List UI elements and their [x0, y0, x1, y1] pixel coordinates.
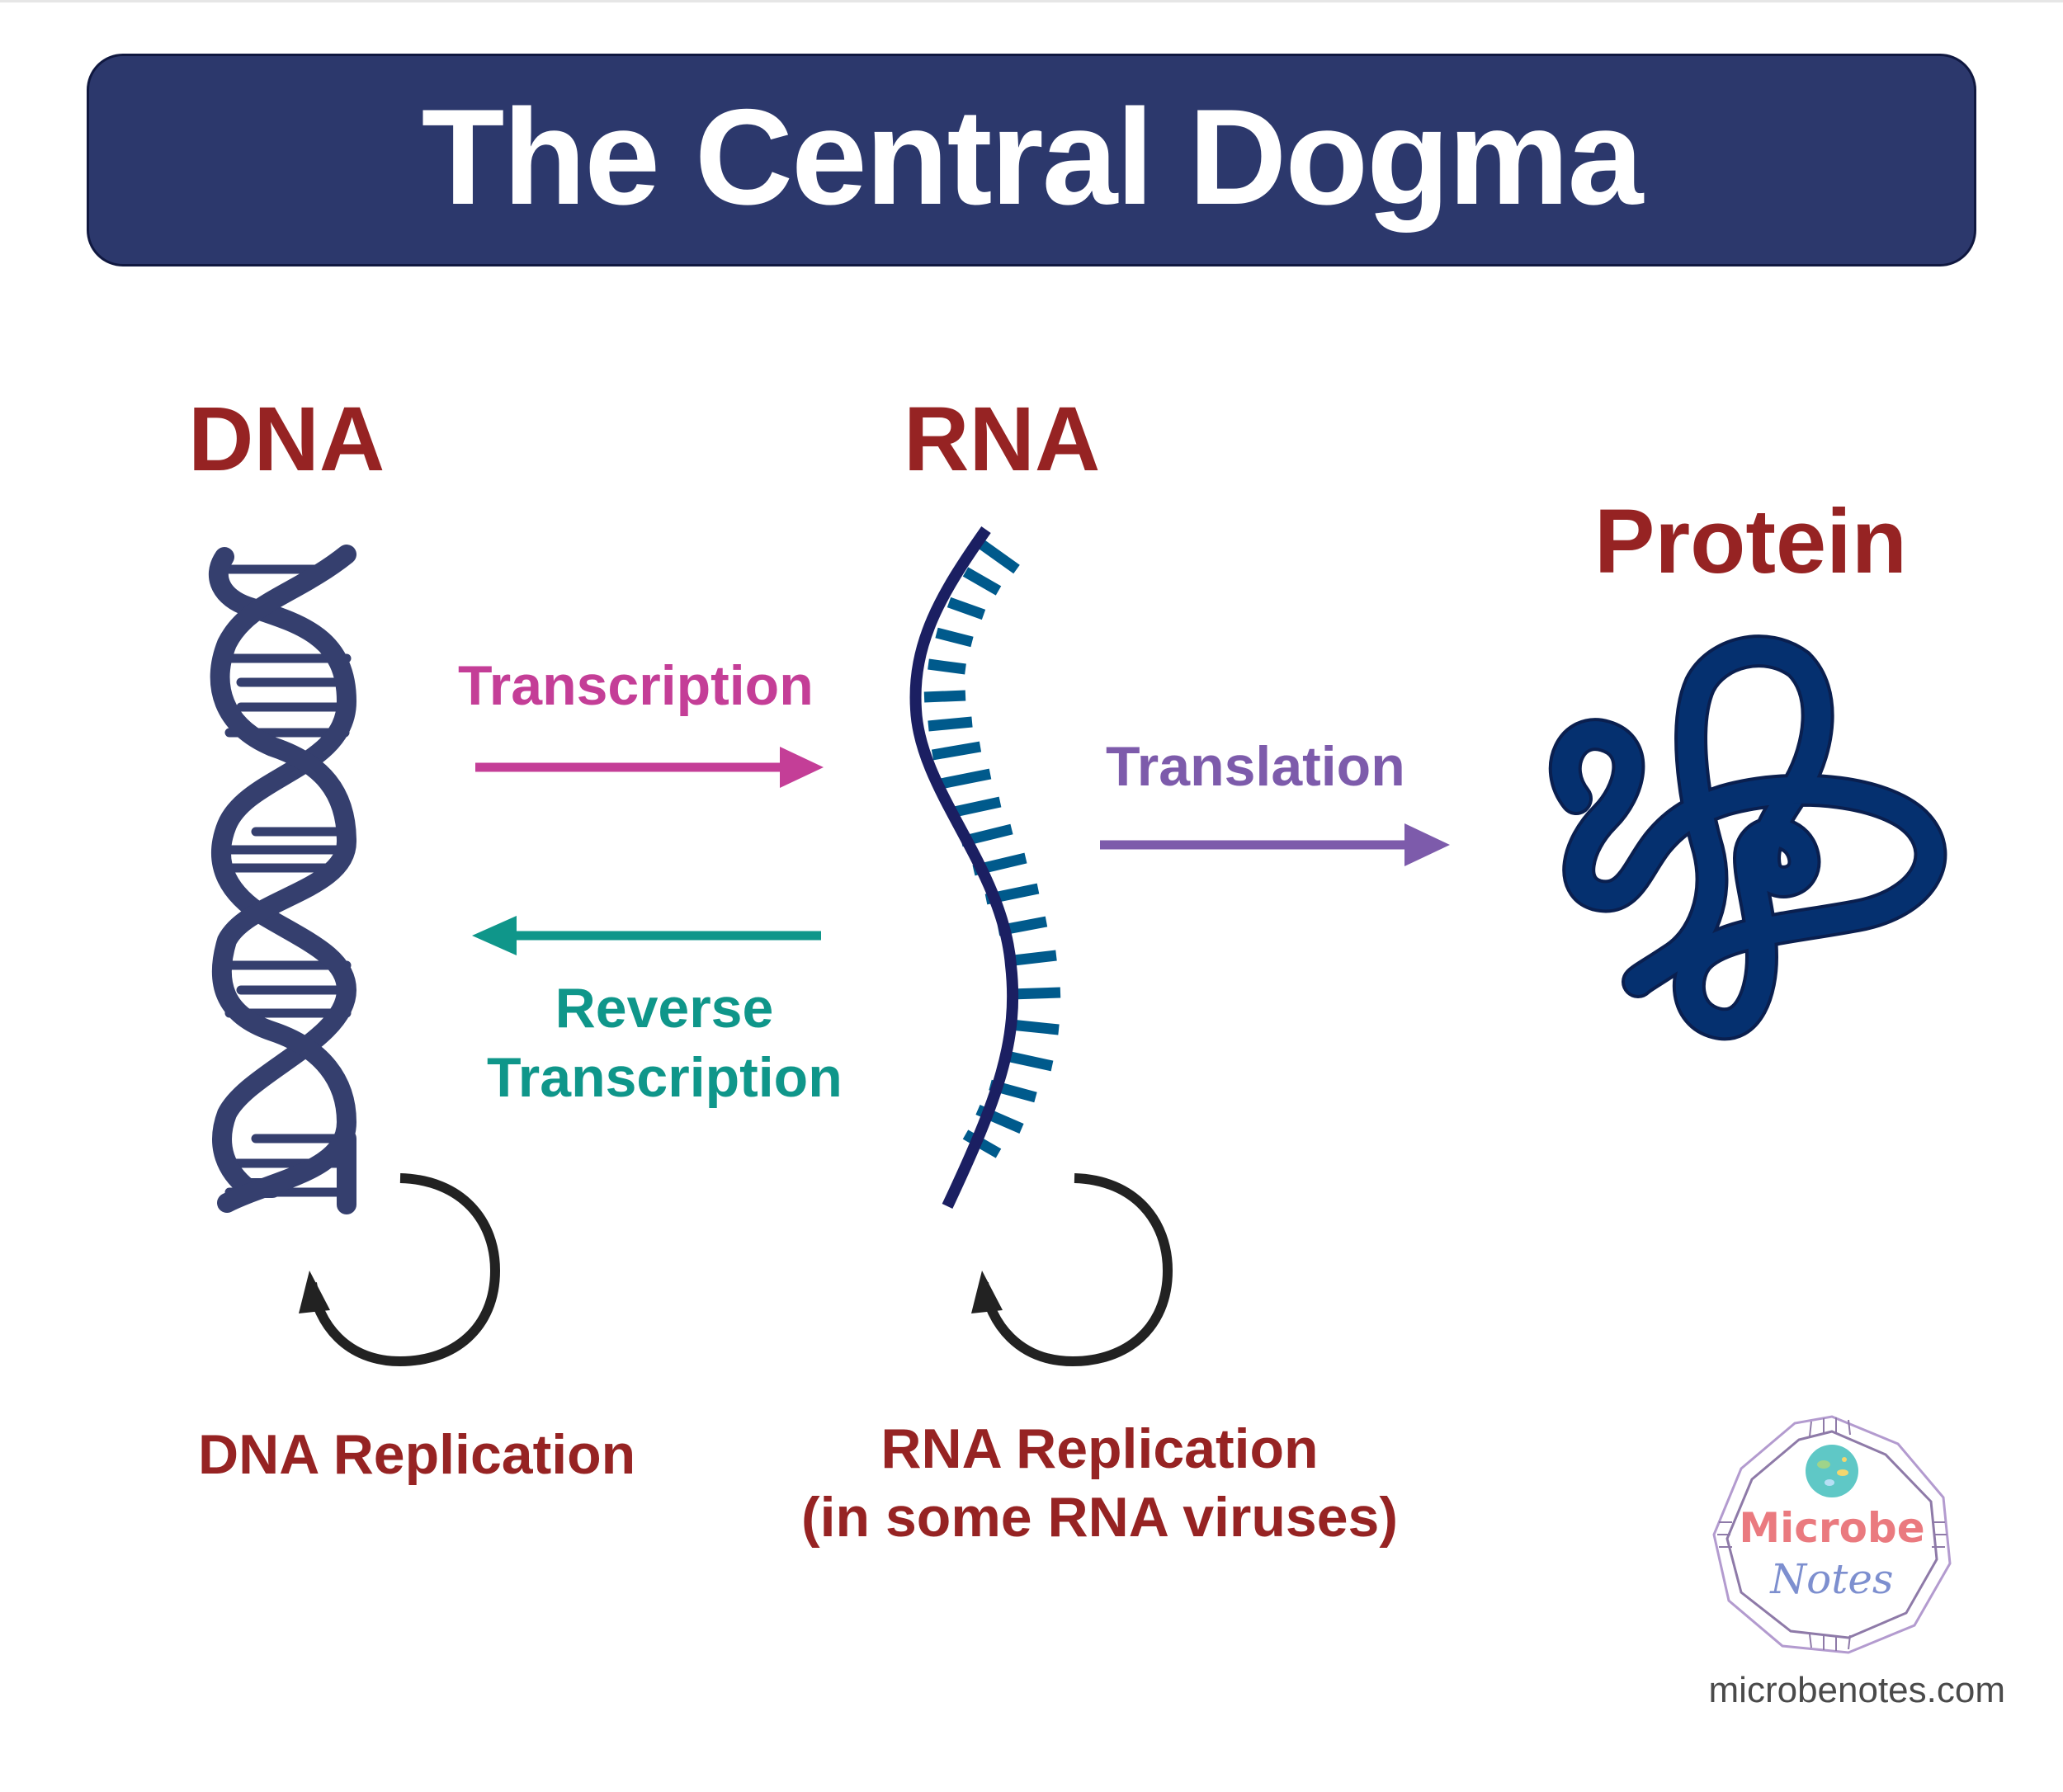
protein-icon: [1548, 634, 1947, 1041]
translation-arrow-icon: [1100, 823, 1450, 866]
rna-replication-label-line1: RNA Replication: [880, 1417, 1319, 1480]
title-banner: The Central Dogma: [87, 54, 1976, 266]
logo-text-notes: Notes: [1770, 1555, 1894, 1603]
rna-strand-icon: [909, 526, 1061, 1209]
top-border: [0, 0, 2063, 2]
dna-wreath-icon: [1712, 1415, 1952, 1654]
dna-label: DNA: [188, 389, 385, 490]
logo-text-microbe: Microbe: [1739, 1504, 1925, 1552]
microbe-notes-logo: Microbe Notes: [1704, 1407, 1960, 1662]
reverse-transcription-arrow-icon: [472, 916, 821, 955]
rna-replication-arrow-icon: [971, 1173, 1173, 1367]
rna-label: RNA: [904, 389, 1101, 490]
translation-label: Translation: [1106, 735, 1405, 798]
reverse-transcription-label-line2: Transcription: [487, 1046, 843, 1109]
page-title: The Central Dogma: [421, 80, 1644, 233]
dna-replication-label: DNA Replication: [198, 1423, 636, 1486]
dna-replication-arrow-icon: [299, 1173, 501, 1367]
transcription-label: Transcription: [458, 654, 814, 717]
protein-label: Protein: [1594, 491, 1907, 592]
microbe-circle-icon: [1806, 1445, 1858, 1497]
reverse-transcription-label-line1: Reverse: [555, 977, 774, 1040]
transcription-arrow-icon: [475, 747, 824, 788]
rna-bases: [923, 540, 1061, 1158]
site-url[interactable]: microbenotes.com: [1708, 1670, 2005, 1710]
dna-helix-icon: [208, 545, 357, 1214]
rna-replication-label-line2: (in some RNA viruses): [801, 1486, 1398, 1549]
